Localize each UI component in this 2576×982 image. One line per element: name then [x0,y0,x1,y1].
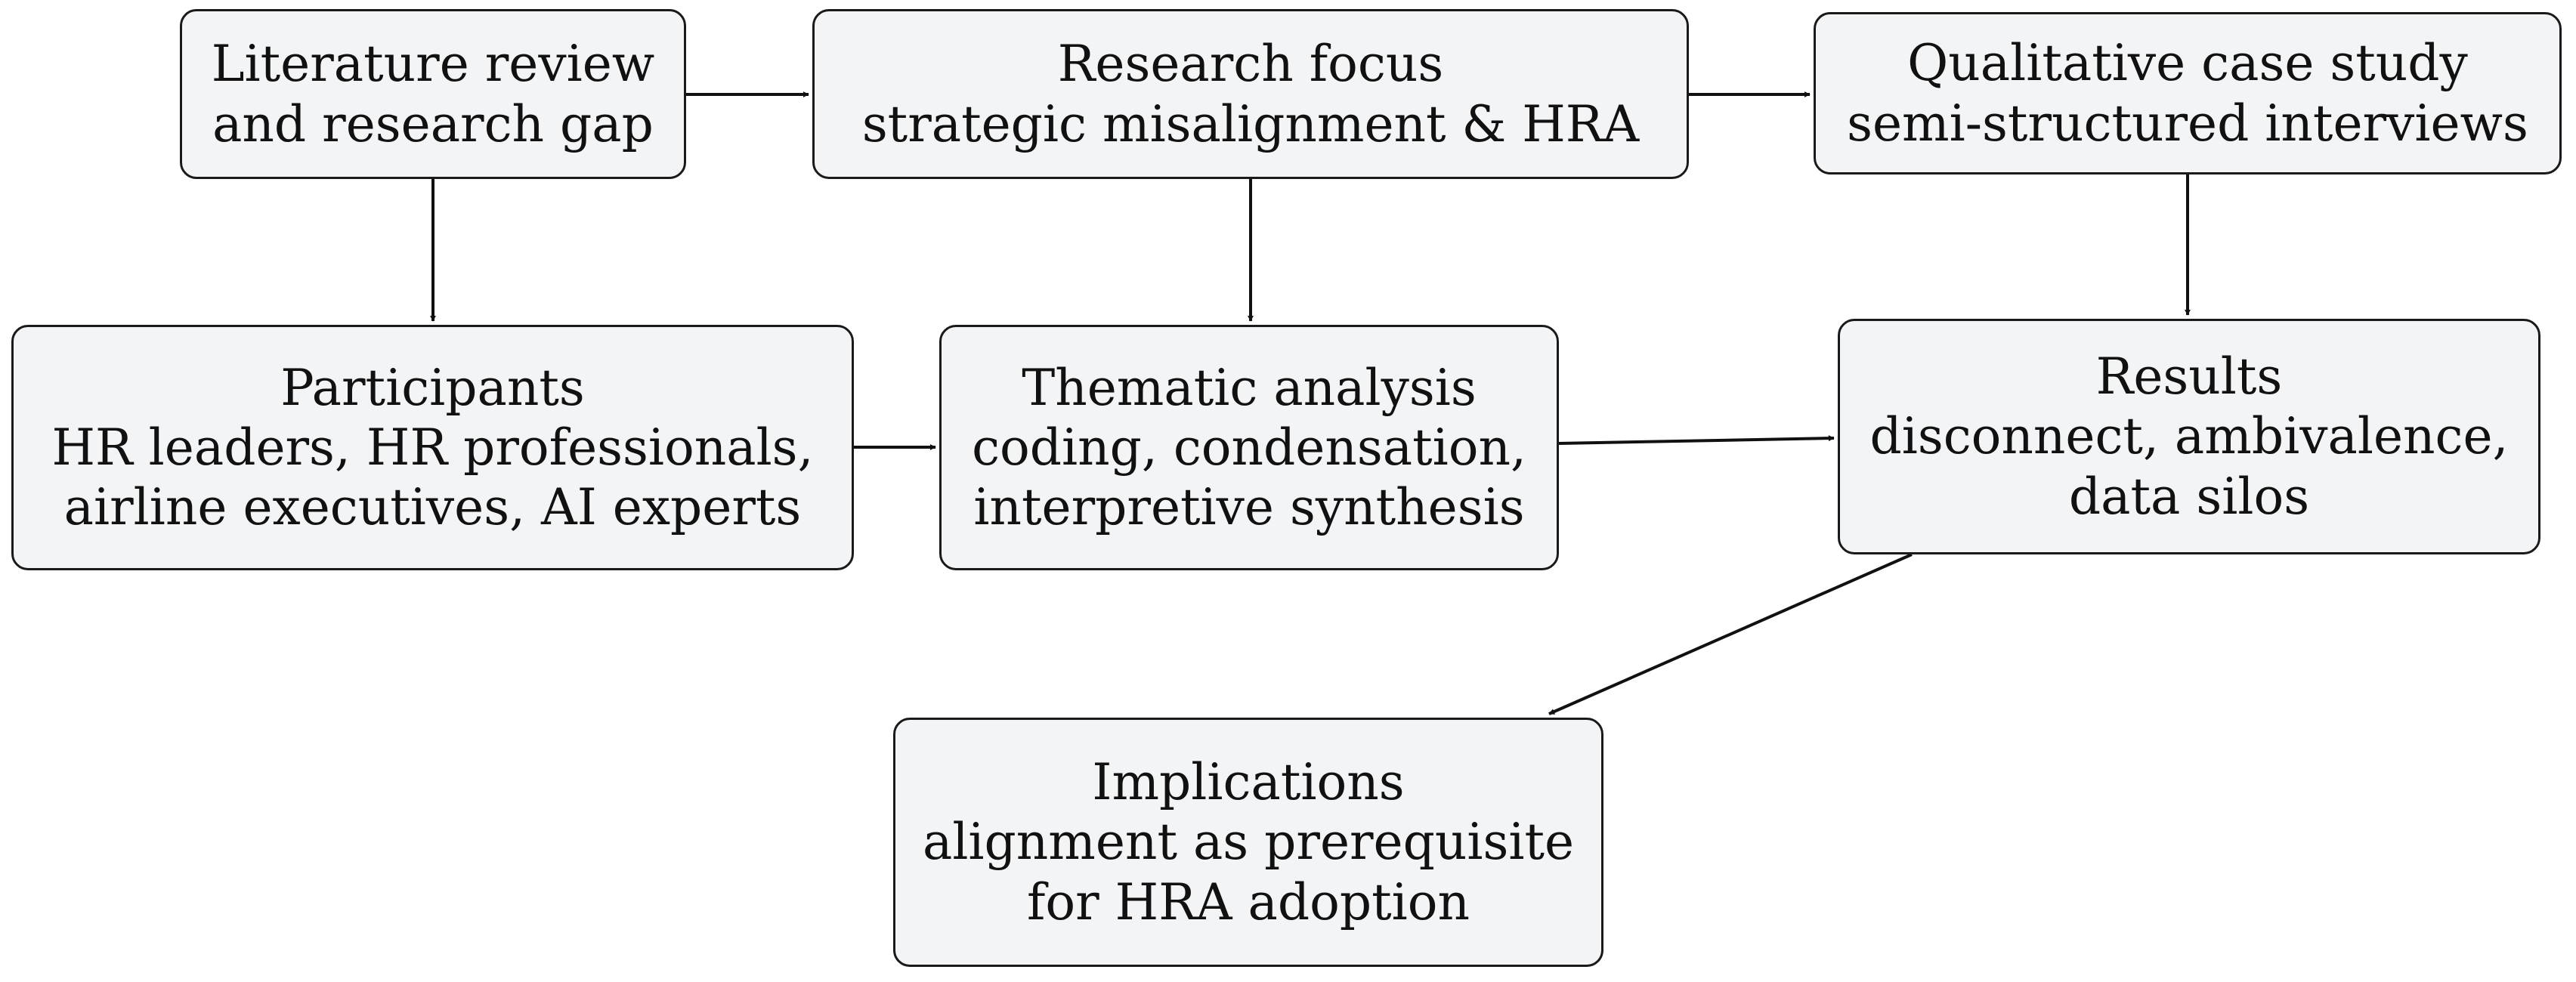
node-line: Participants [280,358,585,417]
node-thematic-analysis: Thematic analysis coding, condensation, … [939,325,1559,570]
node-research-focus: Research focus strategic misalignment & … [812,9,1689,179]
node-line: data silos [2068,467,2310,526]
node-line: coding, condensation, [972,418,1526,477]
node-line: strategic misalignment & HRA [861,94,1640,153]
node-line: semi-structured interviews [1847,94,2528,153]
node-line: HR leaders, HR professionals, [51,418,814,477]
node-line: Literature review [211,35,655,94]
node-line: airline executives, AI experts [63,478,802,537]
node-line: Research focus [1057,35,1444,94]
node-line: for HRA adoption [1026,872,1470,931]
arrow-thematic-to-results [1558,435,1835,445]
node-line: Qualitative case study [1907,34,2468,93]
node-qualitative-case-study: Qualitative case study semi-structured i… [1814,12,2562,174]
arrow-results-to-implications [1548,553,1913,715]
node-implications: Implications alignment as prerequisite f… [893,718,1603,967]
node-line: Implications [1092,753,1405,812]
node-line: and research gap [212,94,654,153]
node-line: disconnect, ambivalence, [1869,407,2509,466]
node-literature-review: Literature review and research gap [180,9,686,179]
node-results: Results disconnect, ambivalence, data si… [1838,319,2540,554]
node-participants: Participants HR leaders, HR professional… [11,325,854,570]
node-line: alignment as prerequisite [922,813,1575,872]
node-line: interpretive synthesis [973,478,1525,537]
node-line: Results [2095,347,2283,406]
node-line: Thematic analysis [1022,358,1477,417]
